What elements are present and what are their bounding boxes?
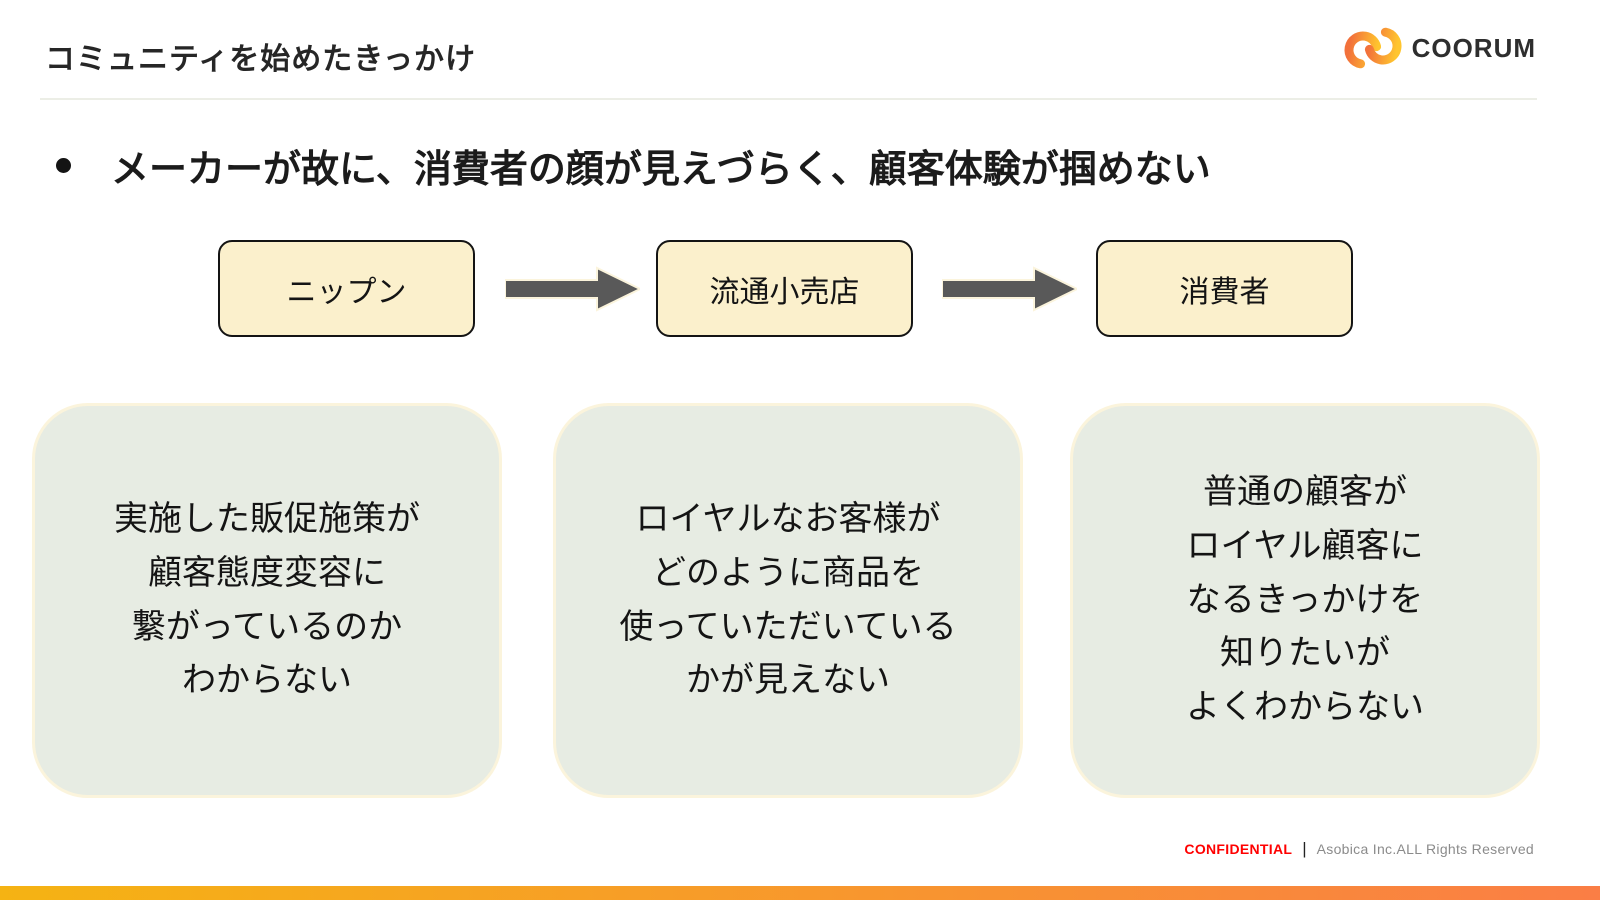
footer-divider: | xyxy=(1302,839,1307,858)
flow-node-consumer: 消費者 xyxy=(1096,240,1353,337)
issue-card: 普通の顧客が ロイヤル顧客に なるきっかけを 知りたいが よくわからない xyxy=(1070,403,1540,798)
header-divider xyxy=(40,98,1537,100)
confidential-label: CONFIDENTIAL xyxy=(1184,841,1293,857)
headline: メーカーが故に、消費者の顔が見えづらく、顧客体験が掴めない xyxy=(56,138,1211,193)
coorum-logo-text: coorum xyxy=(1411,32,1536,63)
coorum-rings-icon xyxy=(1344,27,1402,69)
headline-text: メーカーが故に、消費者の顔が見えづらく、顧客体験が掴めない xyxy=(111,149,1211,191)
issue-card: 実施した販促施策が 顧客態度変容に 繋がっているのか わからない xyxy=(32,403,502,798)
arrow-right-icon xyxy=(942,266,1077,312)
flow-node-label: 消費者 xyxy=(1179,275,1270,309)
flow-node-retail: 流通小売店 xyxy=(656,240,913,337)
arrow-right-icon xyxy=(505,266,640,312)
footer: CONFIDENTIAL | Asobica Inc.ALL Rights Re… xyxy=(1184,840,1534,858)
rights-label: Asobica Inc.ALL Rights Reserved xyxy=(1316,841,1534,857)
flow-node-maker: ニップン xyxy=(218,240,475,337)
issue-card-text: ロイヤルなお客様が どのように商品を 使っていただいている かが見えない xyxy=(619,500,957,700)
page-title: コミュニティを始めたきっかけ xyxy=(45,43,476,76)
bullet-icon xyxy=(56,158,71,173)
issue-card-text: 普通の顧客が ロイヤル顧客に なるきっかけを 知りたいが よくわからない xyxy=(1186,473,1424,727)
bottom-accent-bar xyxy=(0,886,1600,900)
coorum-logo: coorum xyxy=(1343,22,1536,74)
flow-node-label: 流通小売店 xyxy=(709,275,860,309)
issue-card-text: 実施した販促施策が 顧客態度変容に 繋がっているのか わからない xyxy=(114,500,420,700)
issue-card: ロイヤルなお客様が どのように商品を 使っていただいている かが見えない xyxy=(553,403,1023,798)
flow-node-label: ニップン xyxy=(286,275,407,309)
